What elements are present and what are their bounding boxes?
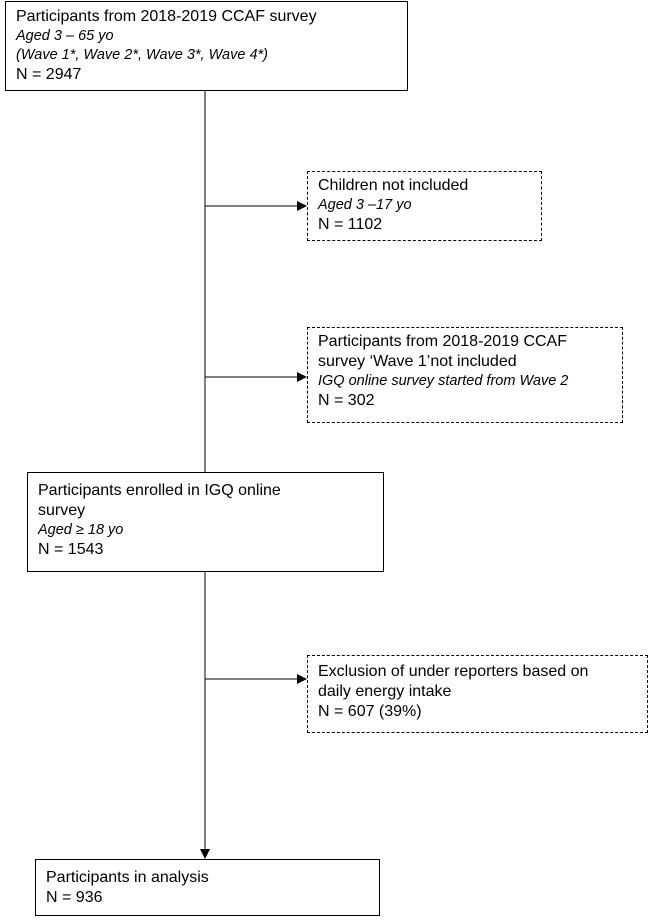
box-title-line1: Exclusion of under reporters based on [318,663,589,680]
count: N = 936 [46,889,103,906]
survey-participants-box: Participants from 2018-2019 CCAF survey … [5,1,408,91]
age-range: Aged ≥ 18 yo [38,522,124,538]
waves-list: (Wave 1*, Wave 2*, Wave 3*, Wave 4*) [16,47,268,63]
age-range: Aged 3 – 65 yo [16,28,114,44]
note: IGQ online survey started from Wave 2 [318,373,569,389]
box-title-line2: survey [38,502,86,519]
box-title: Participants from 2018-2019 CCAF survey [16,8,317,25]
count: N = 2947 [16,66,82,83]
box-title-line2: survey ‘Wave 1’not included [318,353,517,370]
count: N = 302 [318,392,375,409]
count: N = 607 (39%) [318,703,422,720]
underreporters-excluded-box: Exclusion of under reporters based on da… [307,655,648,733]
age-range: Aged 3 –17 yo [318,197,412,213]
box-title-line1: Participants enrolled in IGQ online [38,482,281,499]
box-title: Children not included [318,177,469,194]
box-title-line1: Participants from 2018-2019 CCAF [318,333,567,350]
children-excluded-box: Children not included Aged 3 –17 yo N = … [307,171,542,241]
count: N = 1102 [318,216,383,233]
analysis-participants-box: Participants in analysis N = 936 [35,859,380,916]
box-title: Participants in analysis [46,869,209,886]
box-title-line2: daily energy intake [318,683,452,700]
wave1-excluded-box: Participants from 2018-2019 CCAF survey … [307,327,623,423]
enrolled-participants-box: Participants enrolled in IGQ online surv… [27,472,384,572]
count: N = 1543 [38,541,104,558]
